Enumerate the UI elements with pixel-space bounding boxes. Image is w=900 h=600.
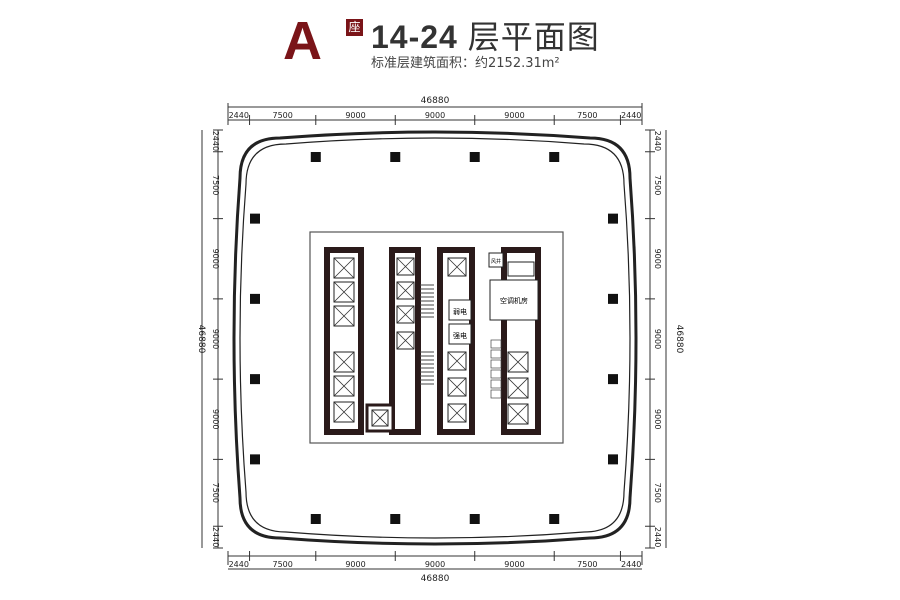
elevator-cross [396, 281, 415, 300]
elevator-cross [396, 305, 415, 324]
dimension-label: 7500 [653, 175, 662, 195]
dimension-label: 7500 [577, 560, 597, 569]
dimension-label: 9000 [504, 560, 524, 569]
elevator-cross [333, 257, 355, 279]
dimension-label: 9000 [504, 111, 524, 120]
room-label: 空调机房 [500, 296, 528, 305]
storage-room [507, 261, 535, 277]
toilet-stall [490, 389, 502, 399]
dimension-total: 46880 [196, 325, 206, 354]
room-hvac [489, 279, 539, 321]
dimension-label: 7500 [272, 560, 292, 569]
dimension-label: 2440 [229, 560, 249, 569]
floor-suffix: 层平面图 [467, 19, 600, 55]
dimension-label: 2440 [211, 131, 220, 151]
column [608, 293, 618, 304]
dimension-label: 9000 [425, 111, 445, 120]
dimension-label: 9000 [211, 409, 220, 429]
dimension-label: 9000 [653, 409, 662, 429]
dimension-label: 9000 [653, 249, 662, 269]
facade-outer [232, 130, 638, 546]
column [608, 374, 618, 385]
elevator-cross [333, 375, 355, 397]
dimension-label: 9000 [345, 111, 365, 120]
elevator-cross [507, 377, 529, 399]
toilet-stall [490, 349, 502, 359]
dimension-label: 2440 [621, 111, 641, 120]
column [250, 293, 260, 304]
room-strong-electric [448, 323, 472, 345]
elevator-cross [333, 305, 355, 327]
column [608, 454, 618, 465]
dimension-label: 9000 [211, 249, 220, 269]
column [310, 152, 321, 162]
block-letter: A [283, 11, 322, 71]
elevator-cross [507, 351, 529, 373]
room-label: 强电 [453, 331, 467, 340]
elevator-cross [447, 403, 467, 423]
elevator-cross [371, 409, 389, 427]
column [608, 213, 618, 224]
column [250, 213, 260, 224]
column [469, 152, 480, 162]
dimension-total: 46880 [421, 96, 450, 106]
dimension-label: 9000 [345, 560, 365, 569]
corridor-outline [309, 231, 564, 444]
floor-range: 14-24 层平面图 [371, 12, 600, 58]
toilet-stall [490, 339, 502, 349]
toilet-stall [490, 359, 502, 369]
dimension-label: 2440 [653, 527, 662, 547]
column [310, 514, 321, 524]
column [390, 514, 401, 524]
room-label: 弱电 [453, 307, 467, 316]
elevator-cross [333, 351, 355, 373]
toilet-stall [490, 369, 502, 379]
dimension-label: 7500 [211, 483, 220, 503]
room-weak-electric [448, 299, 472, 321]
elevator-cross [333, 281, 355, 303]
elevator-cross [447, 351, 467, 371]
dimension-label: 9000 [653, 329, 662, 349]
dimension-label: 2440 [229, 111, 249, 120]
dimension-label: 2440 [653, 131, 662, 151]
column [390, 152, 401, 162]
dimension-label: 7500 [653, 483, 662, 503]
dimension-total: 46880 [421, 574, 450, 584]
room-shaft [488, 252, 504, 268]
elevator-cross [396, 331, 415, 350]
dimension-label: 7500 [272, 111, 292, 120]
elevator-cross [396, 257, 415, 276]
elevator-cross [447, 377, 467, 397]
dimension-label: 7500 [211, 175, 220, 195]
floor-numbers: 14-24 [371, 19, 458, 55]
column [250, 374, 260, 385]
column [469, 514, 480, 524]
dimension-label: 2440 [211, 527, 220, 547]
block-suffix: 座 [346, 19, 363, 36]
column [549, 152, 560, 162]
dimension-label: 2440 [621, 560, 641, 569]
dimension-label: 9000 [211, 329, 220, 349]
toilet-stall [490, 379, 502, 389]
column [250, 454, 260, 465]
elevator-cross [447, 257, 467, 277]
column [549, 514, 560, 524]
dimension-label: 7500 [577, 111, 597, 120]
floor-area: 标准层建筑面积：约2152.31m² [371, 56, 560, 71]
dimension-total: 46880 [674, 325, 684, 354]
elevator-cross [507, 403, 529, 425]
facade-inner [239, 137, 631, 539]
elevator-cross [333, 401, 355, 423]
dimension-label: 9000 [425, 560, 445, 569]
room-label: 风井 [491, 258, 501, 265]
